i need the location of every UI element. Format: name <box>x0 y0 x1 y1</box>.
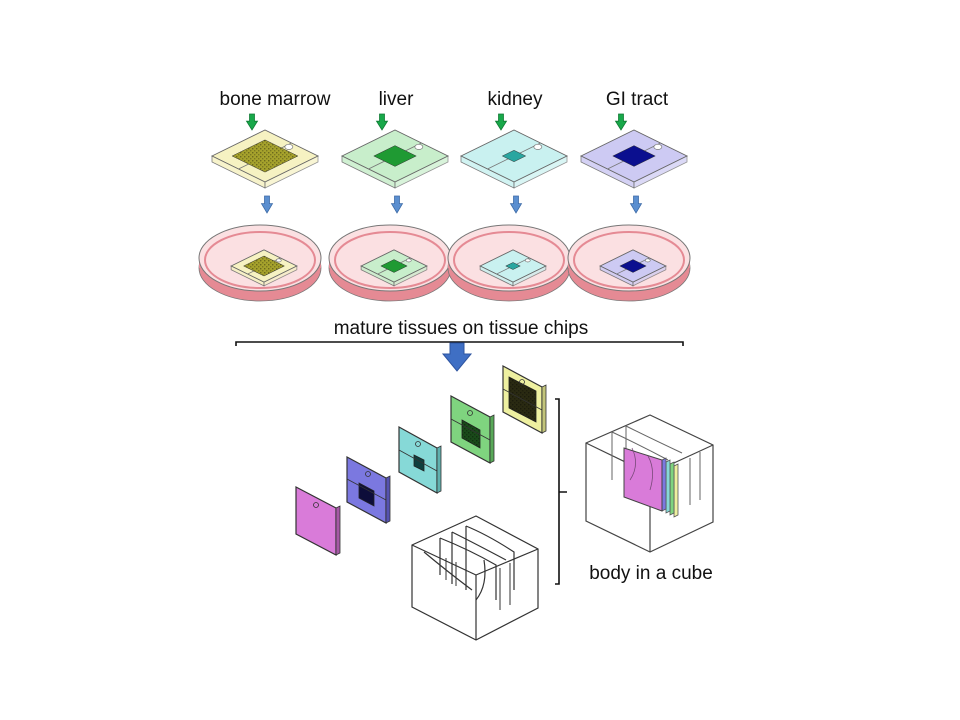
chip-port <box>414 143 424 150</box>
tissue-bracket <box>235 341 684 346</box>
tissue-chip-liver <box>340 129 450 189</box>
petri-dish-row <box>198 224 691 302</box>
chip-side-right <box>264 155 319 189</box>
petri-dish-liver <box>328 224 452 302</box>
chip-side-right <box>393 265 428 287</box>
dish-inner-rim <box>334 231 446 289</box>
green-arrow-gi-tract <box>614 113 628 131</box>
plate-pink <box>295 486 341 556</box>
blue-arrow-kidney <box>509 195 523 214</box>
chip-side-right <box>632 265 667 287</box>
plate-green <box>450 394 495 465</box>
chip-tissue <box>380 259 408 273</box>
chip-tissue-texture <box>243 256 285 276</box>
green-arrow-liver <box>375 113 389 131</box>
dish-chip-liver <box>360 249 428 287</box>
organ-label-gi-tract: GI tract <box>606 89 669 110</box>
chip-side-right <box>263 265 298 287</box>
organ-label-bone-marrow: bone marrow <box>220 89 331 110</box>
petri-dish-gi-tract <box>567 224 691 302</box>
chip-tissue <box>612 145 656 167</box>
dish-inner-rim <box>573 231 685 289</box>
cube-housing-icon <box>411 515 539 641</box>
green-arrows <box>245 113 628 131</box>
organ-label-liver: liver <box>379 89 415 110</box>
dish-inner-rim <box>204 231 316 289</box>
chip-tissue <box>619 259 647 273</box>
petri-dish-bone-marrow <box>198 224 322 302</box>
chip-side-right <box>633 155 688 189</box>
chip-port <box>284 143 294 150</box>
blue-arrow-bone-marrow <box>260 195 274 214</box>
chip-side-right <box>512 265 547 287</box>
dish-chip-bone-marrow <box>230 249 298 287</box>
blue-arrows <box>260 195 643 214</box>
caption-body-in-a-cube: body in a cube <box>589 563 713 584</box>
chip-tissue <box>373 145 417 167</box>
green-arrow-kidney <box>494 113 508 131</box>
chip-port <box>644 258 651 263</box>
chip-port <box>533 143 543 150</box>
organ-label-kidney: kidney <box>488 89 543 110</box>
dish-chip-kidney <box>479 249 547 287</box>
tissue-chip-row <box>210 129 689 189</box>
dish-inner-rim <box>453 231 565 289</box>
petri-dish-kidney <box>447 224 571 302</box>
chip-port <box>653 143 663 150</box>
chip-tissue <box>505 262 521 270</box>
down-arrow-icon <box>441 342 473 372</box>
chip-port <box>275 258 282 263</box>
caption-mature-tissues: mature tissues on tissue chips <box>334 318 589 339</box>
chip-port <box>405 258 412 263</box>
tissue-chip-gi-tract <box>579 129 689 189</box>
chip-side-right <box>513 155 568 189</box>
chip-tissue-texture <box>232 139 298 173</box>
tissue-chip-kidney <box>459 129 569 189</box>
assembly-bracket <box>555 398 567 585</box>
assembled-cube <box>585 414 714 553</box>
plate-cyan <box>398 425 442 495</box>
tissue-chip-bone-marrow <box>210 129 320 189</box>
chip-tissue <box>501 150 527 162</box>
blue-arrow-gi-tract <box>629 195 643 214</box>
chip-port <box>524 258 531 263</box>
exploded-plates <box>295 364 547 556</box>
plate-purple <box>346 455 391 525</box>
blue-arrow-liver <box>390 195 404 214</box>
dish-chip-gi-tract <box>599 249 667 287</box>
green-arrow-bone-marrow <box>245 113 259 131</box>
chip-side-right <box>394 155 449 189</box>
plate-yellow <box>502 364 547 435</box>
